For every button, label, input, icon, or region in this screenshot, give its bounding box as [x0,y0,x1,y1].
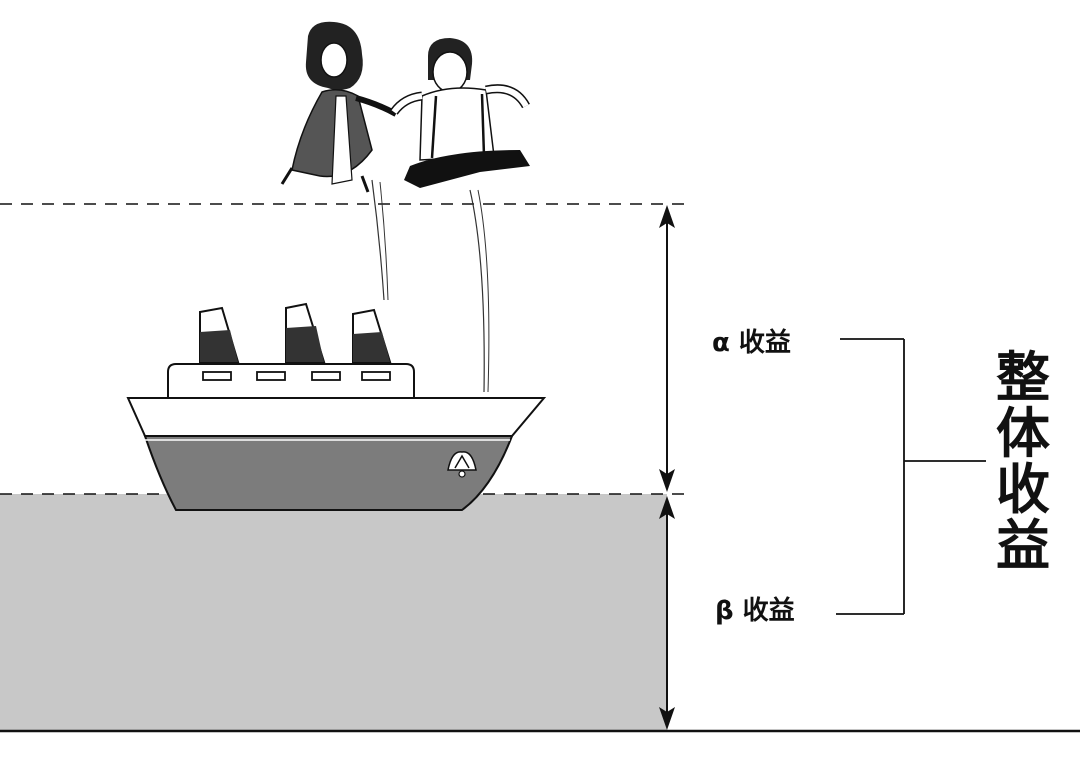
ship-funnels [199,302,392,363]
motion-line [379,181,389,301]
woman-figure [280,21,398,193]
ship-hull-lower [143,435,514,511]
alpha-return-label: α 收益 [712,328,791,358]
bracket-icon [836,338,986,615]
motion-line [371,179,385,301]
couple-jumping-illustration [280,21,530,393]
ship-windows [202,371,391,381]
alpha-span-arrow [659,205,675,492]
ship-illustration [126,302,547,511]
motion-line [477,189,490,393]
total-return-label: 整体收益 [996,346,1050,577]
beta-span-arrow [659,496,675,730]
ship-emblem-icon [447,451,477,478]
ship-cabin [167,363,415,399]
man-figure [390,38,530,188]
motion-line [469,189,485,393]
ship-hull-upper [126,397,547,437]
beta-return-label: β 收益 [715,596,795,626]
water-area [0,494,667,731]
